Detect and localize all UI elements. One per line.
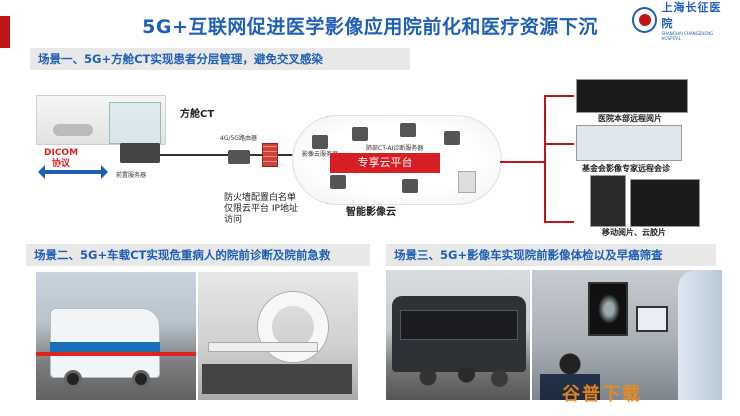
secondary-monitor [636,306,668,332]
logo-name-en: SHANGHAI CHANGZHENG HOSPITAL [661,31,714,41]
scene-2-banner: 场景二、5G+车载CT实现危重病人的院前诊断及院前急救 [26,244,370,266]
slide-title: 5G+互联网促进医学影像应用院前化和医疗资源下沉 [142,16,598,38]
front-server-label: 前置服务器 [116,172,147,179]
desktop-pc-icon [458,171,476,193]
control-panel [202,364,352,394]
ribbon [36,352,196,356]
output-connector [500,161,546,163]
server-icon [330,175,346,189]
output-connector [544,143,574,145]
logo-name-cn: 上海长征医院 [661,1,722,30]
hospital-seal-icon [632,7,658,33]
wheel [132,370,150,388]
xray-viewer-thumbnail [576,79,688,113]
accent-bar [0,16,10,48]
server-icon [444,131,460,145]
dicom-label: DICOM 协议 [44,148,79,169]
output-connector [544,95,546,223]
watermark-text: 谷普下载 [562,384,642,405]
cloud-server-label: 肺部CT-AI诊断服务器 [366,145,424,152]
cloud-name-label: 智能影像云 [346,207,396,218]
ct-bed [208,342,318,352]
ambulance-photo [36,272,196,400]
network-diagram: 方舱CT DICOM 协议 前置服务器 4G/5G路由器 防火墙配置白名单 仅限… [30,75,720,240]
platform-banner: 专享云平台 [330,153,440,173]
ct-interior-photo [198,272,358,400]
scene-1-banner: 场景一、5G+方舱CT实现患者分层管理，避免交叉感染 [30,48,410,70]
router-icon [228,150,250,164]
imaging-bus-photo [386,270,530,400]
front-server-icon [120,143,160,163]
router-label: 4G/5G路由器 [220,135,257,142]
server-icon [402,179,418,193]
output-connector [544,95,574,97]
output-connector [544,221,574,223]
link-line [278,154,294,156]
output-label: 移动阅片、云胶片 [602,228,666,237]
hospital-logo: 上海长征医院 SHANGHAI CHANGZHENG HOSPITAL [632,1,732,41]
crowd [406,368,516,398]
doctor-figure [678,270,722,400]
output-label: 基金会影像专家远程会诊 [582,164,670,173]
server-icon [352,127,368,141]
firewall-note: 防火墙配置白名单 仅限云平台 IP地址访问 [224,193,298,225]
cabin-ct-illustration [36,95,166,145]
scene-3-banner: 场景三、5G+影像车实现院前影像体检以及早癌筛查 [386,244,716,266]
cloud-server-label: 影像云服务器 [302,151,339,158]
dicom-arrow-icon [38,165,108,179]
mobile-phone-thumbnail [590,175,626,227]
server-icon [312,135,328,149]
output-label: 医院本部远程阅片 [598,114,662,123]
link-line [160,154,228,156]
wheel [64,370,82,388]
consultation-thumbnail [576,125,682,161]
cabin-ct-label: 方舱CT [180,109,215,120]
link-line [250,154,264,156]
firewall-icon [262,143,278,167]
reading-room-photo [532,270,722,400]
server-icon [400,123,416,137]
ambulance-stripe [50,342,160,352]
seated-person [540,352,600,400]
bus-window [400,310,518,340]
tablet-thumbnail [630,179,700,227]
xray-monitor [588,282,628,336]
